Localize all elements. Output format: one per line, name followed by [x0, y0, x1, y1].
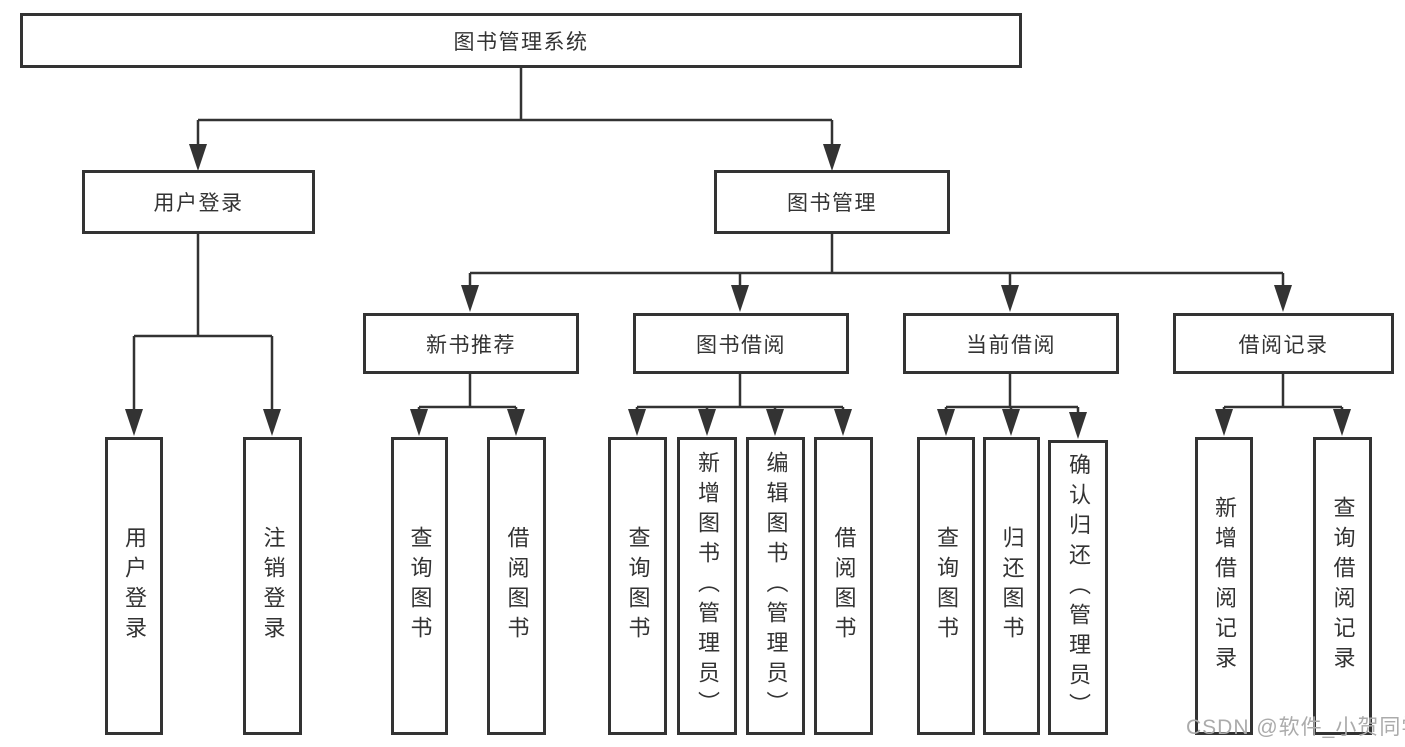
- arrow-down-icon: [698, 409, 716, 436]
- connector-arrowheads: [125, 144, 1351, 439]
- node-current-borrow: 当前借阅: [903, 313, 1119, 374]
- csdn-watermark: CSDN @软件_小贺同学: [1186, 716, 1405, 739]
- arrow-down-icon: [1274, 285, 1292, 312]
- connector-new-book-branch: [417, 374, 518, 412]
- node-new-book-recommend: 新书推荐: [363, 313, 579, 374]
- node-leaf-cb-confirm-return-label: 确认归还（管理员）: [1066, 452, 1091, 723]
- arrow-down-icon: [125, 409, 143, 436]
- connector-lines: [132, 68, 1344, 414]
- node-leaf-cb-confirm-return: 确认归还（管理员）: [1048, 440, 1108, 735]
- node-leaf-bb-query-book-label: 查询图书: [625, 526, 651, 646]
- node-leaf-logout-label: 注销登录: [260, 526, 286, 646]
- node-leaf-br-add-record: 新增借阅记录: [1195, 437, 1253, 735]
- arrow-down-icon: [1001, 285, 1019, 312]
- node-leaf-cb-query-book: 查询图书: [917, 437, 975, 735]
- arrow-down-icon: [1215, 409, 1233, 436]
- node-book-management: 图书管理: [714, 170, 950, 234]
- arrow-down-icon: [766, 409, 784, 436]
- node-leaf-cb-return-book-label: 归还图书: [999, 526, 1025, 646]
- arrow-down-icon: [461, 285, 479, 312]
- node-leaf-bb-query-book: 查询图书: [608, 437, 667, 735]
- arrow-down-icon: [1002, 409, 1020, 436]
- node-leaf-bb-edit-book-label: 编辑图书（管理员）: [763, 451, 789, 721]
- node-leaf-br-query-record-label: 查询借阅记录: [1330, 496, 1356, 676]
- node-leaf-user-login: 用户登录: [105, 437, 163, 735]
- node-leaf-cb-query-book-label: 查询图书: [934, 526, 959, 646]
- connector-current-borrow-branch: [944, 374, 1080, 414]
- arrow-down-icon: [263, 409, 281, 436]
- connector-book-borrow-branch: [635, 374, 845, 412]
- node-leaf-br-add-record-label: 新增借阅记录: [1212, 496, 1237, 676]
- connector-user-login-branch: [132, 234, 274, 412]
- connector-root-to-level2: [196, 68, 834, 146]
- node-root: 图书管理系统: [20, 13, 1022, 68]
- arrow-down-icon: [410, 409, 428, 436]
- node-leaf-bb-edit-book: 编辑图书（管理员）: [746, 437, 805, 735]
- arrow-down-icon: [507, 409, 525, 436]
- arrow-down-icon: [937, 409, 955, 436]
- node-leaf-logout: 注销登录: [243, 437, 302, 735]
- node-leaf-user-login-label: 用户登录: [122, 526, 147, 646]
- arrow-down-icon: [1069, 412, 1087, 439]
- node-borrow-record: 借阅记录: [1173, 313, 1394, 374]
- node-leaf-cb-return-book: 归还图书: [983, 437, 1040, 735]
- arrow-down-icon: [189, 144, 207, 171]
- node-leaf-bb-add-book-label: 新增图书（管理员）: [695, 451, 720, 721]
- node-leaf-bb-borrow-book: 借阅图书: [814, 437, 873, 735]
- arrow-down-icon: [834, 409, 852, 436]
- node-leaf-nb-borrow-book: 借阅图书: [487, 437, 546, 735]
- node-book-borrow: 图书借阅: [633, 313, 849, 374]
- connector-borrow-record-branch: [1222, 374, 1344, 412]
- connector-book-management-branch: [468, 234, 1285, 288]
- node-leaf-br-query-record: 查询借阅记录: [1313, 437, 1372, 735]
- node-user-login: 用户登录: [82, 170, 315, 234]
- node-leaf-nb-borrow-book-label: 借阅图书: [504, 526, 530, 646]
- node-leaf-nb-query-book-label: 查询图书: [407, 526, 433, 646]
- node-leaf-bb-borrow-book-label: 借阅图书: [831, 526, 857, 646]
- arrow-down-icon: [1333, 409, 1351, 436]
- node-leaf-bb-add-book: 新增图书（管理员）: [677, 437, 737, 735]
- arrow-down-icon: [823, 144, 841, 171]
- arrow-down-icon: [731, 285, 749, 312]
- node-leaf-nb-query-book: 查询图书: [391, 437, 448, 735]
- arrow-down-icon: [628, 409, 646, 436]
